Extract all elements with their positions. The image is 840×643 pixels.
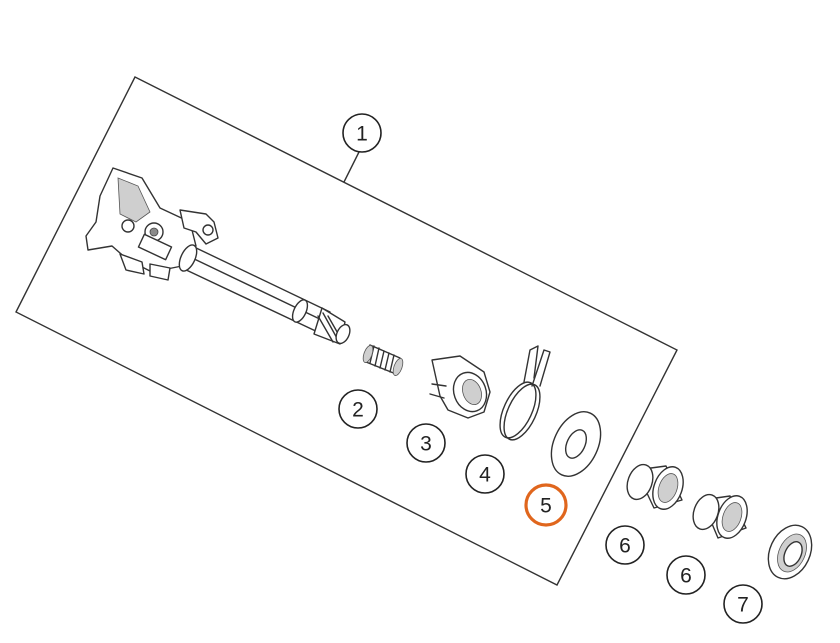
shift-shaft-icon	[85, 167, 351, 345]
callout-3[interactable]: 3	[406, 423, 446, 463]
callout-label: 6	[619, 535, 631, 558]
needle-bearing-icon	[626, 463, 684, 510]
spring-guide-icon	[429, 355, 491, 419]
shaft-seal-ring-icon	[767, 524, 813, 580]
callout-label: 6	[680, 565, 692, 588]
leg-spring-icon	[499, 345, 551, 441]
callout-label: 5	[540, 495, 552, 518]
leader-line-1	[343, 149, 361, 183]
callout-label: 3	[420, 433, 432, 456]
callout-6a[interactable]: 6	[605, 525, 645, 565]
callout-label: 2	[352, 399, 364, 422]
callout-6b[interactable]: 6	[666, 555, 706, 595]
assembly-frame	[15, 76, 678, 586]
callout-label: 4	[479, 464, 491, 487]
washer-icon	[550, 411, 602, 477]
needle-bearing-icon-2	[692, 493, 748, 539]
callout-7[interactable]: 7	[723, 584, 763, 624]
callout-4[interactable]: 4	[465, 454, 505, 494]
callout-1[interactable]: 1	[342, 113, 382, 153]
callout-2[interactable]: 2	[338, 389, 378, 429]
callout-5[interactable]: 5	[524, 483, 568, 527]
callout-label: 7	[737, 594, 749, 617]
callout-label: 1	[356, 123, 368, 146]
spring-icon	[362, 344, 404, 376]
